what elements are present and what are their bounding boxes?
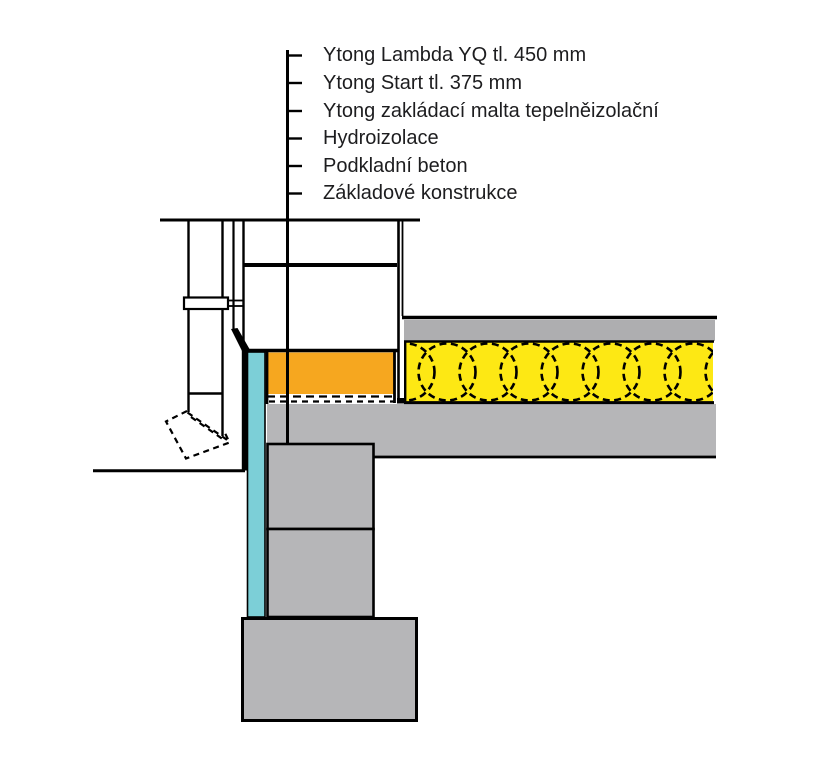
base-concrete-slab (267, 404, 716, 456)
label-wall-lambda: Ytong Lambda YQ tl. 450 mm (323, 44, 587, 66)
downpipe (187, 221, 224, 436)
downpipe-clamp (182, 296, 230, 311)
waterproofing-layer (267, 395, 394, 403)
facade-drip-edge (231, 328, 250, 353)
foundation-footing (241, 617, 418, 722)
downpipe-outlet (164, 410, 232, 460)
floor-insulation-hatch (406, 342, 713, 402)
label-waterproofing: Hydroizolace (323, 127, 439, 149)
label-base-concrete: Podkladní beton (323, 155, 468, 177)
floor-screed-layer (404, 320, 715, 341)
label-leveling-mortar: Ytong zakládací malta tepelněizolační (323, 100, 659, 122)
waterproofing-wall-junction (397, 398, 409, 404)
foundation-block-upper (266, 442, 375, 531)
foundation-block-lower (266, 527, 375, 619)
downpipe-clamp-bolt (228, 299, 244, 307)
perimeter-insulation-strip (246, 351, 266, 618)
label-foundation: Základové konstrukce (323, 182, 518, 204)
label-wall-start: Ytong Start tl. 375 mm (323, 72, 522, 94)
external-waterproofing-strip (241, 349, 248, 471)
leader-line (286, 50, 302, 443)
floor-insulation-borders (404, 340, 714, 405)
